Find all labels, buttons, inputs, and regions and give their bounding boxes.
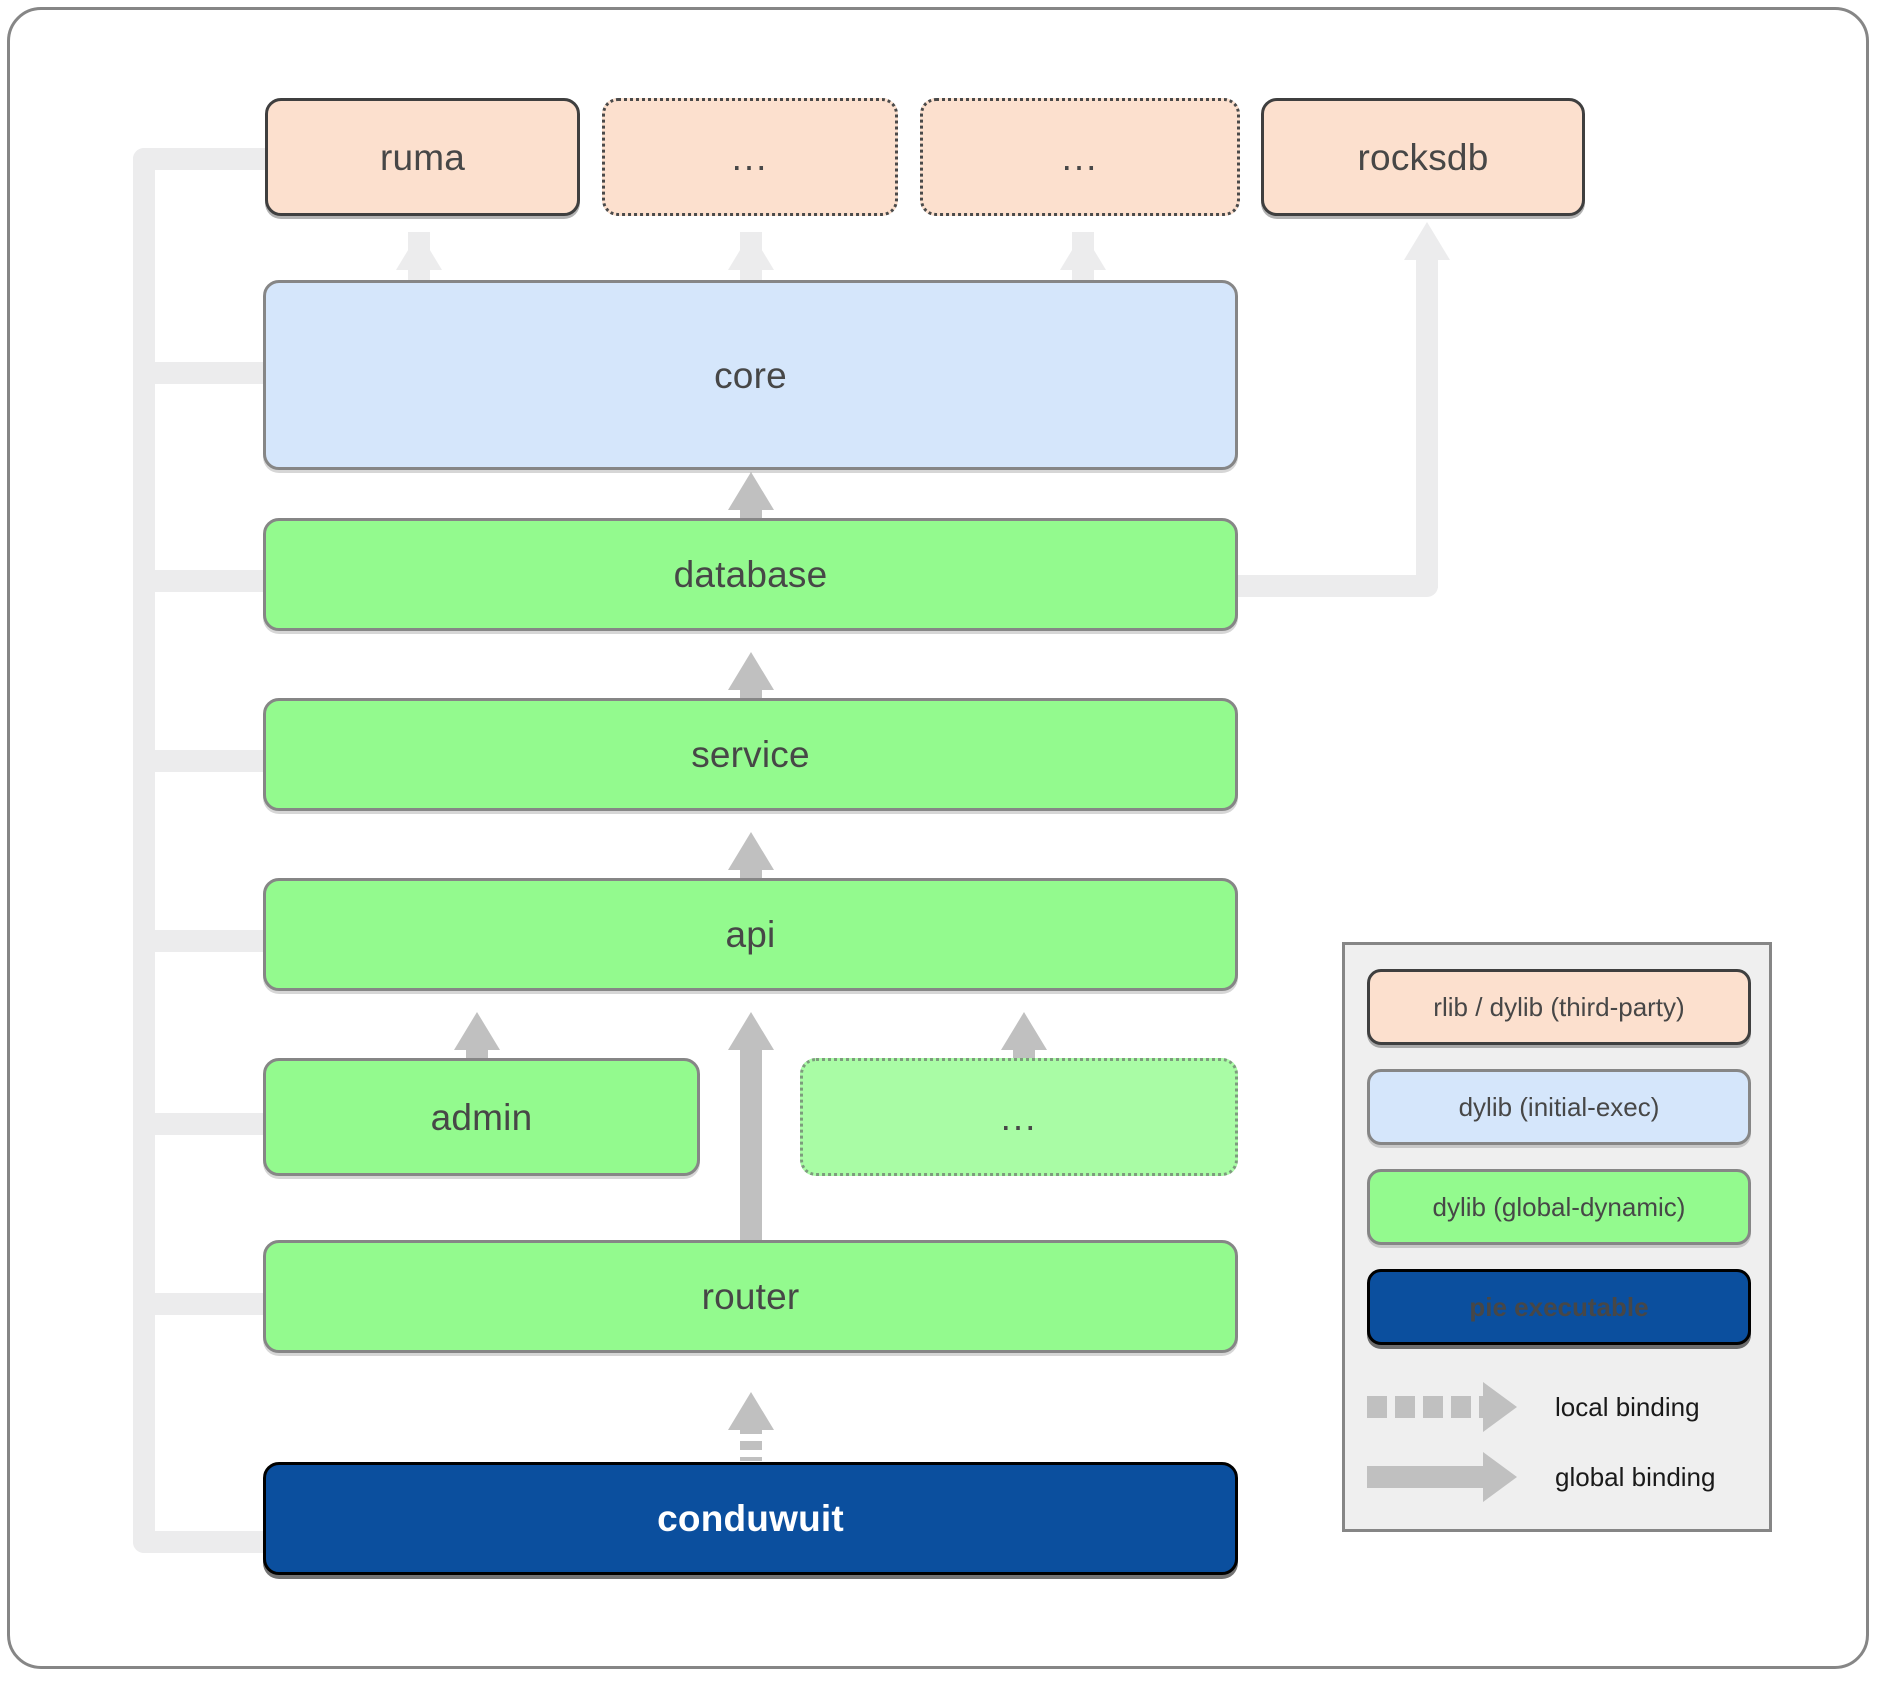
node-dots-b[interactable]: ... xyxy=(920,98,1240,216)
arrow-core-to-dots-b-head xyxy=(1060,232,1106,270)
node-rocksdb-label: rocksdb xyxy=(1357,136,1489,178)
local-binding-arrowhead-icon xyxy=(1483,1382,1517,1432)
legend-edge-local: local binding xyxy=(1345,1377,1769,1437)
node-conduwuit[interactable]: conduwuit xyxy=(263,1462,1238,1575)
node-dots-a[interactable]: ... xyxy=(602,98,898,216)
spine-branch-conduwuit xyxy=(133,1531,273,1553)
node-core-label: core xyxy=(714,354,787,396)
node-database-label: database xyxy=(673,554,828,595)
node-ruma-label: ruma xyxy=(379,136,466,178)
arrow-conduwuit-to-router-head xyxy=(728,1392,774,1430)
arrow-admin-to-api-head xyxy=(454,1012,500,1050)
legend-edge-global-label: global binding xyxy=(1555,1461,1716,1492)
legend-item-global-dynamic: dylib (global-dynamic) xyxy=(1367,1169,1751,1245)
spine-branch-admin xyxy=(133,1113,266,1135)
arrow-router-to-api-shaft xyxy=(740,1045,762,1240)
arrow-core-to-dots-a-head xyxy=(728,232,774,270)
node-dots-b-label: ... xyxy=(1061,136,1099,178)
local-binding-dashed-shaft-icon xyxy=(1367,1396,1485,1418)
spine-branch-router xyxy=(133,1293,266,1315)
node-api-label: api xyxy=(725,914,776,955)
connector-database-rocksdb-vertical xyxy=(1416,258,1438,588)
node-api[interactable]: api xyxy=(263,878,1238,991)
node-ruma[interactable]: ruma xyxy=(265,98,580,216)
node-dots-c[interactable]: ... xyxy=(800,1058,1238,1176)
node-admin-label: admin xyxy=(430,1096,533,1138)
global-binding-arrowhead-icon xyxy=(1483,1452,1517,1502)
node-conduwuit-label: conduwuit xyxy=(657,1498,844,1539)
spine-branch-api xyxy=(133,930,266,952)
arrowhead-database-rocksdb xyxy=(1404,222,1450,260)
legend-item-pie-executable-label: pie executable xyxy=(1469,1291,1649,1322)
arrow-dots-c-to-api-head xyxy=(1001,1012,1047,1050)
node-service-label: service xyxy=(691,734,810,775)
spine-branch-service xyxy=(133,750,266,772)
arrow-service-to-database-head xyxy=(728,652,774,690)
node-rocksdb[interactable]: rocksdb xyxy=(1261,98,1585,216)
legend-panel: rlib / dylib (third-party) dylib (initia… xyxy=(1342,942,1772,1532)
arrow-router-to-api-head xyxy=(728,1012,774,1050)
node-database[interactable]: database xyxy=(263,518,1238,631)
node-service[interactable]: service xyxy=(263,698,1238,811)
global-binding-shaft-icon xyxy=(1367,1466,1485,1488)
legend-item-third-party: rlib / dylib (third-party) xyxy=(1367,969,1751,1045)
connector-database-rocksdb-horizontal xyxy=(1238,575,1438,597)
arrow-api-to-service-head xyxy=(728,832,774,870)
legend-item-initial-exec: dylib (initial-exec) xyxy=(1367,1069,1751,1145)
legend-item-global-dynamic-label: dylib (global-dynamic) xyxy=(1432,1191,1686,1222)
spine-trunk xyxy=(133,148,155,1553)
node-admin[interactable]: admin xyxy=(263,1058,700,1176)
legend-edge-global: global binding xyxy=(1345,1447,1769,1507)
arrow-database-to-core-head xyxy=(728,472,774,510)
legend-edge-local-label: local binding xyxy=(1555,1391,1700,1422)
node-core[interactable]: core xyxy=(263,280,1238,470)
spine-branch-database xyxy=(133,570,266,592)
node-router[interactable]: router xyxy=(263,1240,1238,1353)
arrow-core-to-ruma-head xyxy=(396,232,442,270)
legend-item-third-party-label: rlib / dylib (third-party) xyxy=(1433,991,1685,1022)
node-dots-a-label: ... xyxy=(731,136,769,178)
legend-item-pie-executable: pie executable xyxy=(1367,1269,1751,1345)
node-dots-c-label: ... xyxy=(1000,1096,1038,1138)
arrow-conduwuit-to-router-shaft xyxy=(740,1425,762,1461)
node-router-label: router xyxy=(701,1276,800,1317)
legend-item-initial-exec-label: dylib (initial-exec) xyxy=(1458,1091,1660,1122)
